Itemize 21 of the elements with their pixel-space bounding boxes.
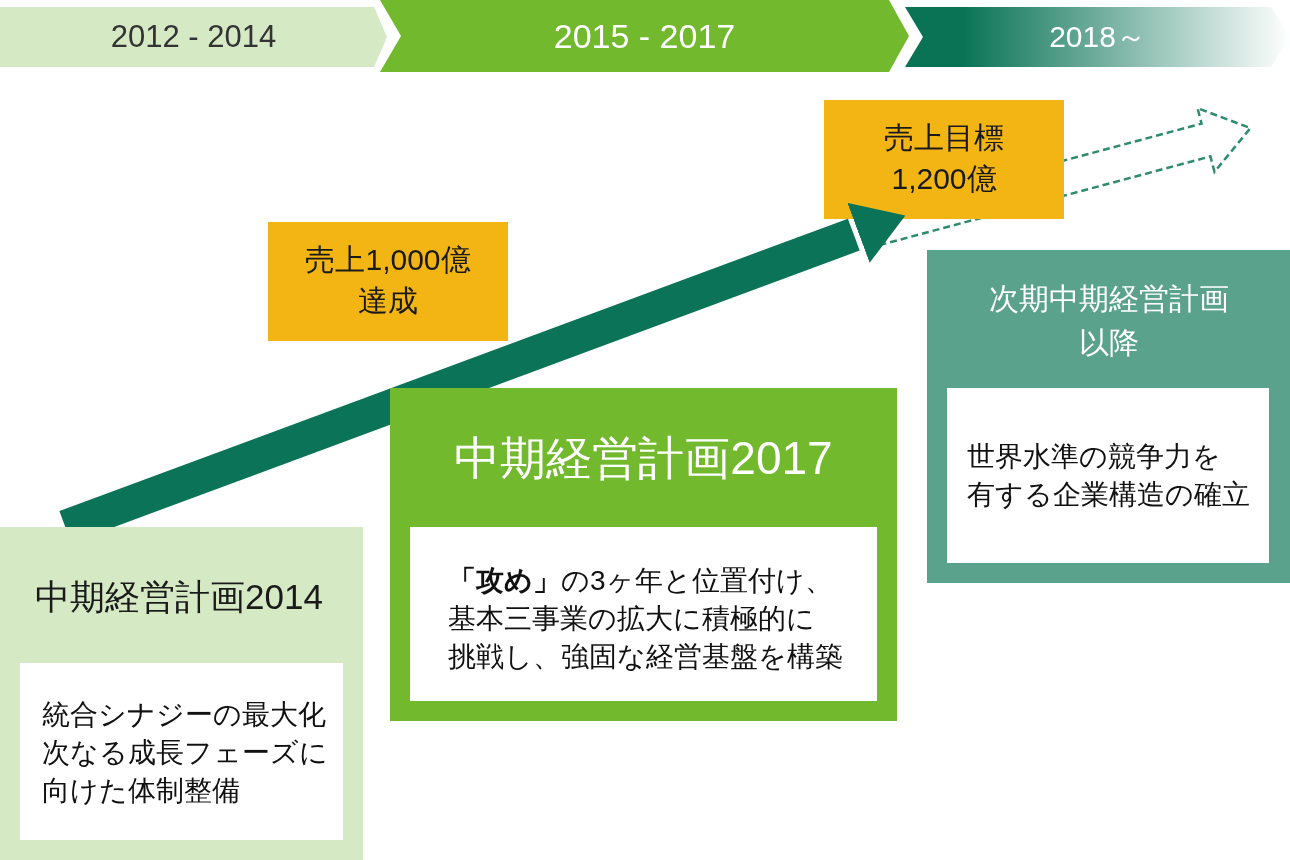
milestone-box	[268, 222, 508, 341]
period-label: 2018～	[1049, 18, 1146, 55]
period-label: 2015 - 2017	[553, 15, 736, 57]
plan-panel	[927, 250, 1290, 583]
plan-heading: 中期経営計画2014	[35, 576, 323, 619]
period-band	[0, 7, 387, 67]
plan-heading: 次期中期経営計画以降	[988, 280, 1229, 360]
milestone-box	[824, 100, 1064, 219]
description-text: 世界水準の競争力を有する企業構造の確立	[967, 439, 1250, 512]
plan-panel	[390, 388, 897, 721]
period-label: 2012 - 2014	[110, 17, 277, 56]
description-box	[947, 388, 1269, 563]
plan-heading: 中期経営計画2017	[454, 430, 833, 486]
description-text: 「攻め」の3ヶ年と位置付け、基本三事業の拡大に積極的に挑戦し、強固な経営基盤を構築	[448, 563, 843, 675]
description-box	[410, 527, 877, 701]
period-band	[380, 0, 909, 72]
milestone-text: 売上目標1,200億	[884, 120, 1004, 197]
milestone-text: 売上1,000億達成	[305, 242, 471, 319]
plan-panel	[0, 527, 363, 860]
description-box	[20, 663, 343, 840]
description-text: 統合シナジーの最大化次なる成長フェーズに向けた体制整備	[42, 697, 328, 809]
